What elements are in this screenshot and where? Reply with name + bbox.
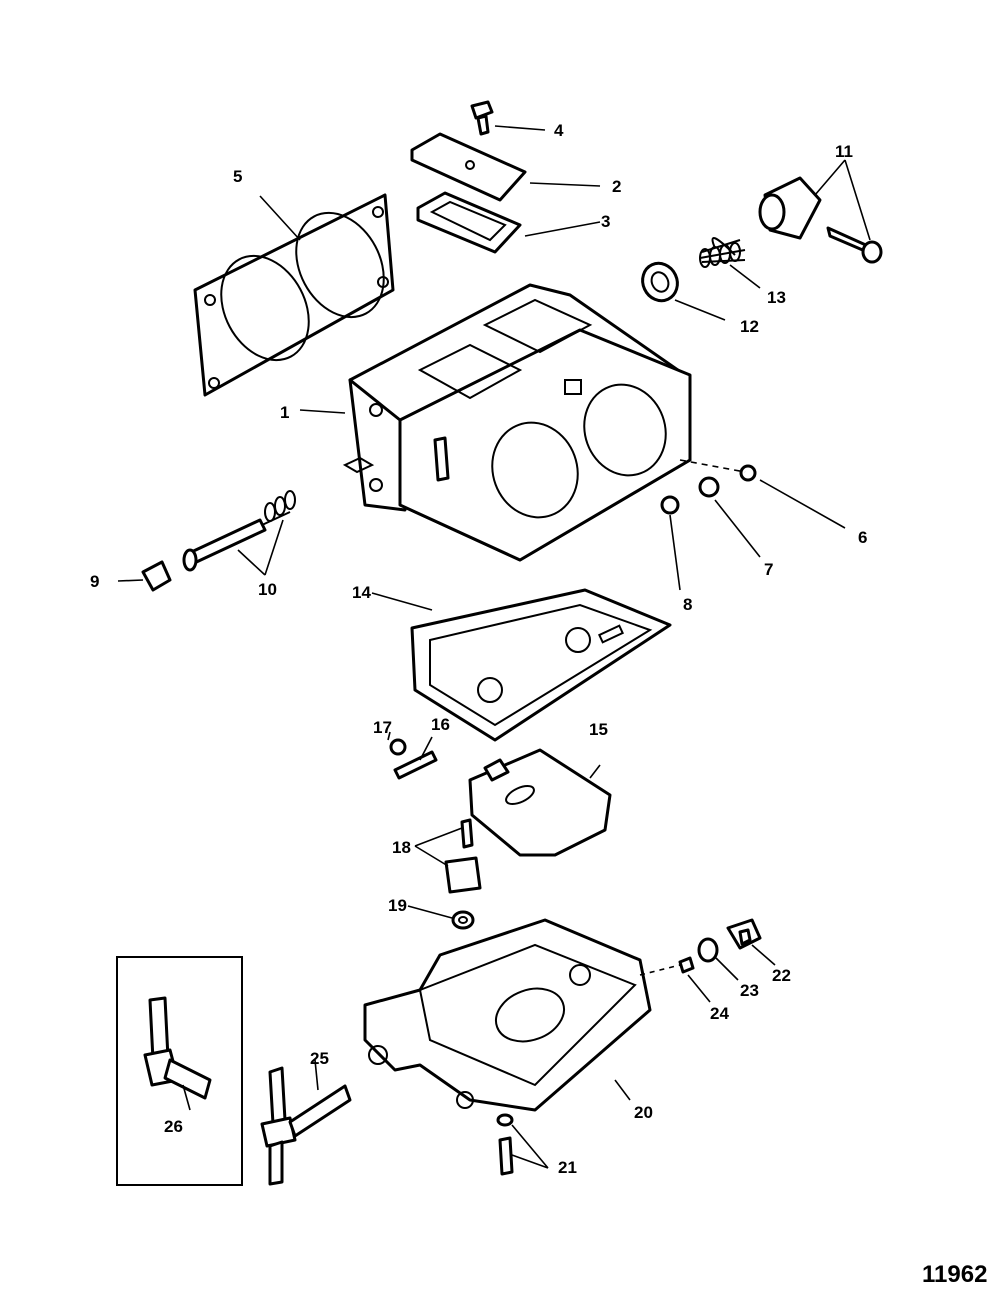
callout-7: 7: [764, 560, 773, 579]
part-cap-9: [141, 560, 172, 592]
part-washer-19: [451, 910, 475, 930]
inset-box: [116, 956, 243, 1186]
callout-24: 24: [710, 1004, 729, 1023]
part-float-bowl-20: [363, 918, 652, 1112]
callout-9: 9: [90, 572, 99, 591]
callout-20: 20: [634, 1103, 653, 1122]
callout-17: 17: [373, 718, 392, 737]
callout-labels: 1 2 3 4 5 6 7 8 9 10 11 12 13 14 15 16 1…: [90, 121, 867, 1177]
part-choke-11: [758, 176, 883, 264]
callout-18: 18: [392, 838, 411, 857]
part-plug-7: [698, 476, 720, 498]
callout-16: 16: [431, 715, 450, 734]
callout-2: 2: [612, 177, 621, 196]
part-throttle-body-1: [342, 283, 692, 562]
part-gasket-3: [416, 191, 522, 254]
callout-11: 11: [835, 142, 853, 161]
part-fitting-25: [260, 1066, 352, 1186]
callout-1: 1: [280, 403, 289, 422]
part-mixture-screw-10: [182, 490, 296, 572]
callout-22: 22: [772, 966, 791, 985]
part-spring-13: [699, 237, 746, 268]
figure-number: 11962: [922, 1261, 987, 1288]
part-screw-21: [496, 1113, 514, 1176]
part-jet-24: [678, 956, 695, 974]
callout-10: 10: [258, 580, 277, 599]
callout-14: 14: [352, 583, 371, 602]
callout-19: 19: [388, 896, 407, 915]
part-float-15: [468, 748, 612, 857]
callout-13: 13: [767, 288, 786, 307]
part-pin-16: [393, 750, 438, 780]
part-gasket-23: [697, 937, 719, 963]
part-drain-plug-22: [726, 918, 762, 950]
callout-5: 5: [233, 167, 242, 186]
part-plug-8: [660, 495, 680, 515]
callout-21: 21: [558, 1158, 577, 1177]
callout-8: 8: [683, 595, 692, 614]
part-needle-seat-18: [444, 818, 482, 894]
leader-lines: [117, 125, 871, 1169]
callout-3: 3: [601, 212, 610, 231]
part-cover-plate-2: [410, 132, 527, 202]
part-gasket-14: [410, 588, 672, 742]
part-plug-6: [739, 464, 757, 482]
callout-15: 15: [589, 720, 608, 739]
callout-12: 12: [740, 317, 759, 336]
part-screw-4: [470, 100, 494, 136]
callout-25: 25: [310, 1049, 329, 1068]
callout-23: 23: [740, 981, 759, 1000]
part-seal-12: [641, 261, 679, 303]
part-clip-17: [389, 738, 407, 756]
callout-6: 6: [858, 528, 867, 547]
part-gasket-5: [193, 193, 395, 397]
callout-4: 4: [554, 121, 564, 140]
callout-26: 26: [164, 1117, 183, 1136]
